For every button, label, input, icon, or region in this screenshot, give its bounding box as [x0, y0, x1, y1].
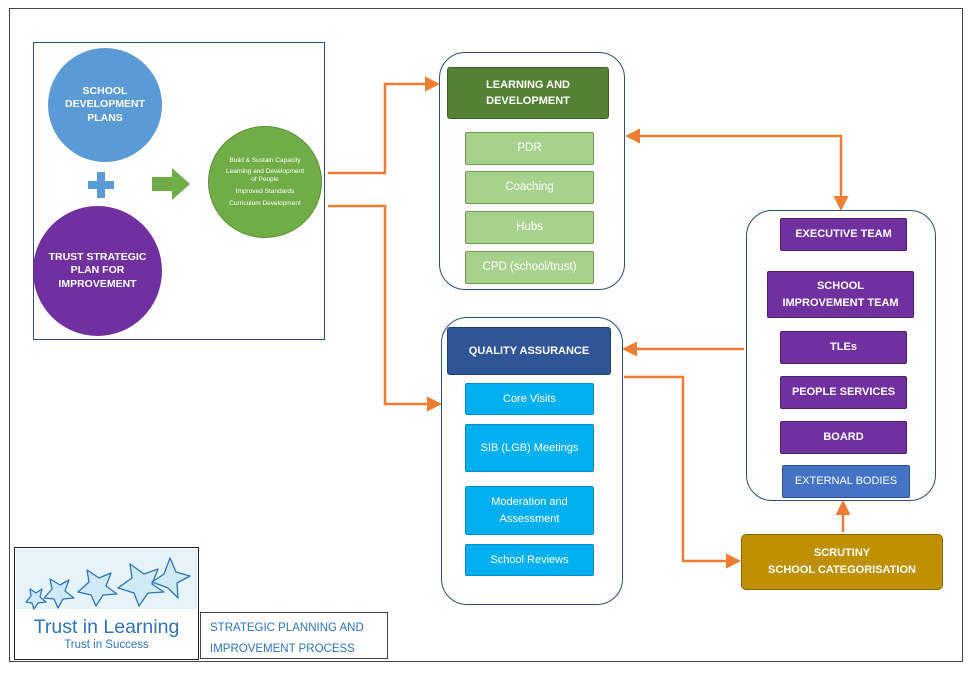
qa-item-sib-meetings: SIB (LGB) Meetings — [465, 424, 594, 472]
ld-item-cpd: CPD (school/trust) — [465, 251, 594, 284]
learning-development-title: LEARNING AND DEVELOPMENT — [447, 67, 609, 119]
qa-item-moderation: Moderation and Assessment — [465, 486, 594, 535]
outcome-item: Curriculum Development — [229, 199, 301, 207]
outcome-item: Improved Standards — [235, 187, 295, 195]
board-box: BOARD — [780, 421, 907, 454]
outcomes-circle: Build & Sustain Capacity Learning and De… — [208, 126, 322, 238]
school-improvement-team-box: SCHOOL IMPROVEMENT TEAM — [767, 271, 914, 318]
qa-item-core-visits: Core Visits — [465, 383, 594, 415]
diagram-caption: STRATEGIC PLANNING AND IMPROVEMENT PROCE… — [200, 612, 388, 659]
logo-name: Trust in Learning — [33, 616, 180, 638]
right-arrow-icon — [152, 168, 190, 200]
outcome-item: Learning and Development of People — [225, 168, 305, 184]
ld-item-coaching: Coaching — [465, 171, 594, 204]
quality-assurance-title: QUALITY ASSURANCE — [447, 327, 611, 375]
outcome-item: Build & Sustain Capacity — [229, 156, 301, 164]
trust-strategic-plan-circle: TRUST STRATEGIC PLAN FOR IMPROVEMENT — [33, 206, 162, 336]
ld-item-hubs: Hubs — [465, 211, 594, 244]
tles-box: TLEs — [780, 331, 907, 364]
scrutiny-box: SCRUTINY SCHOOL CATEGORISATION — [741, 534, 943, 590]
diagram-frame — [9, 8, 963, 662]
school-development-plans-circle: SCHOOL DEVELOPMENT PLANS — [48, 48, 162, 162]
external-bodies-box: EXTERNAL BODIES — [782, 465, 910, 498]
ld-item-pdr: PDR — [465, 132, 594, 165]
executive-team-box: EXECUTIVE TEAM — [780, 218, 907, 251]
stars-logo-icon — [25, 557, 191, 610]
arrow-to-learning-development — [328, 76, 440, 175]
logo-tagline: Trust in Success — [64, 639, 149, 651]
plus-icon — [88, 172, 114, 198]
arrow-to-quality-assurance — [328, 204, 442, 412]
qa-item-school-reviews: School Reviews — [465, 544, 594, 576]
people-services-box: PEOPLE SERVICES — [780, 376, 907, 409]
arrow-executive-to-ld — [625, 128, 849, 211]
arrow-qa-to-scrutiny — [624, 375, 741, 569]
